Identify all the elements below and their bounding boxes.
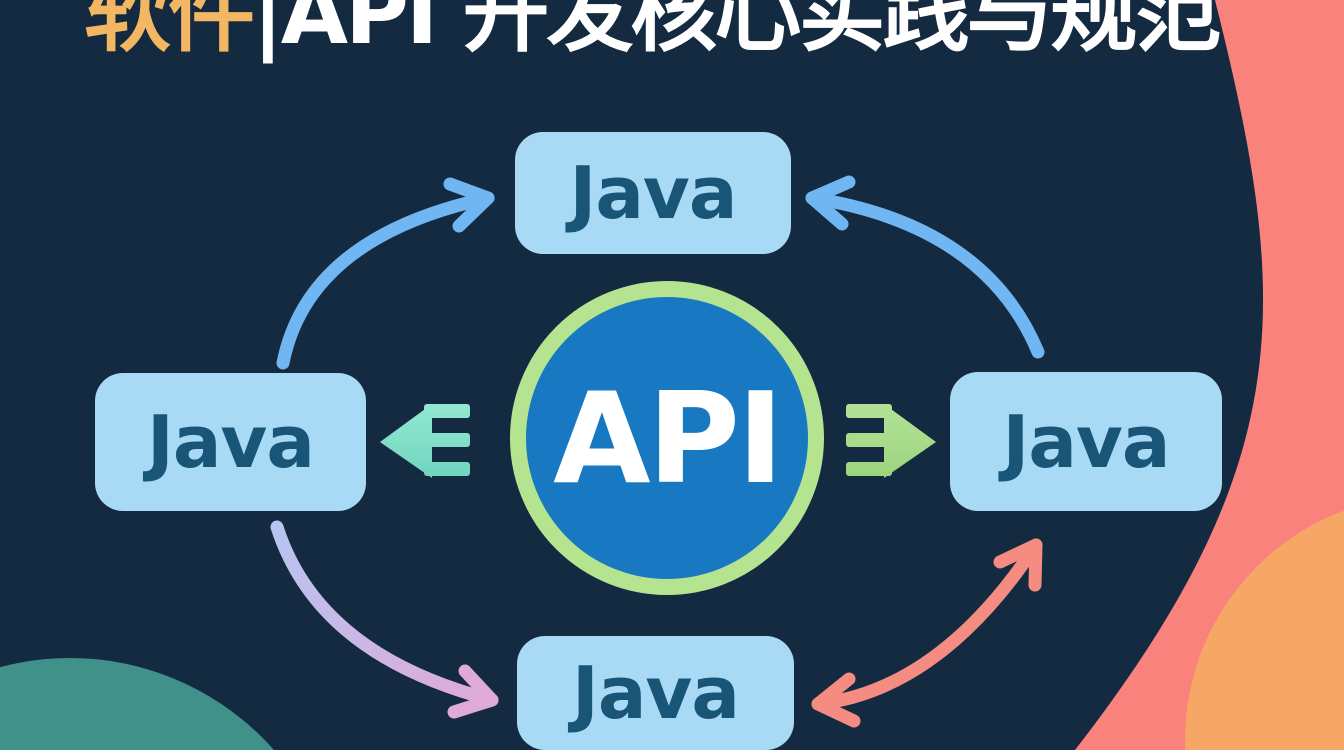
teal-corner-circle bbox=[0, 658, 274, 750]
node-label: Java bbox=[147, 400, 315, 484]
page-title: 软件|API 开发核心实践与规范 bbox=[84, 0, 1222, 57]
curved-arrow-left-to-top-icon bbox=[276, 177, 495, 370]
curved-arrow-right-to-top-icon bbox=[805, 175, 1045, 359]
title-highlight: 软件 bbox=[84, 0, 255, 64]
api-circle bbox=[510, 281, 824, 595]
title-rest: |API 开发核心实践与规范 bbox=[252, 0, 1222, 64]
curved-double-arrow-bottom-right-icon bbox=[811, 538, 1043, 728]
api-center-label: API bbox=[517, 288, 817, 588]
fast-arrow-right-icon bbox=[846, 404, 936, 478]
node-java-bottom: Java bbox=[517, 636, 794, 750]
node-label: Java bbox=[1002, 399, 1171, 484]
node-label: Java bbox=[572, 651, 740, 735]
orange-corner-circle bbox=[1185, 510, 1344, 750]
fast-arrow-left-icon bbox=[380, 404, 470, 478]
node-label: Java bbox=[569, 151, 738, 235]
api-text: API bbox=[553, 364, 784, 512]
node-java-right: Java bbox=[950, 372, 1222, 511]
curved-arrow-left-to-bottom-icon bbox=[270, 520, 499, 719]
node-java-left: Java bbox=[95, 373, 366, 511]
node-java-top: Java bbox=[515, 132, 791, 254]
